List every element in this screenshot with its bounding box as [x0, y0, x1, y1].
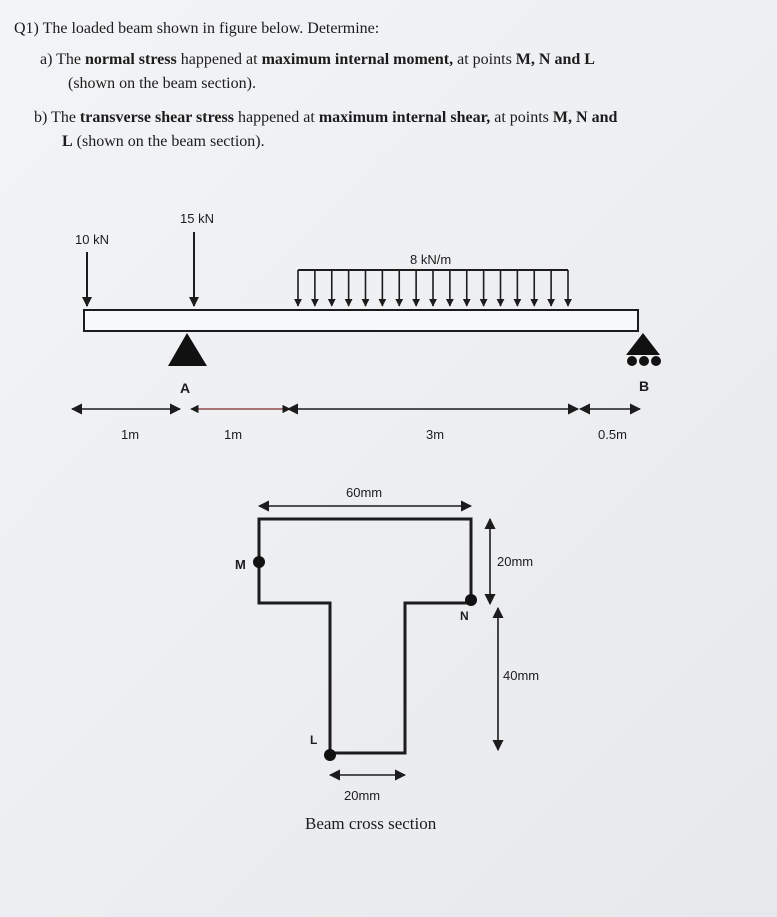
roller-wheel-2	[639, 356, 649, 366]
dim-4-label: 0.5m	[598, 427, 627, 442]
part-a-text-3: at points	[453, 51, 516, 68]
question-part-a: a) The normal stress happened at maximum…	[40, 48, 740, 96]
point-m-marker	[253, 556, 265, 568]
beam-body	[83, 309, 639, 332]
point-n-label: N	[460, 609, 469, 623]
point-n-marker	[465, 594, 477, 606]
roller-wheel-1	[627, 356, 637, 366]
question-title: Q1) The loaded beam shown in figure belo…	[14, 20, 380, 37]
support-a-label: A	[180, 380, 190, 396]
part-b-bold-l: L	[62, 133, 73, 150]
dim-3-label: 3m	[426, 427, 444, 442]
point-load-15kn-label: 15 kN	[180, 211, 214, 226]
part-b-text-2: happened at	[233, 109, 319, 126]
dim-top-width-label: 60mm	[346, 485, 382, 500]
part-a-text-1: The	[56, 51, 86, 68]
part-a-bold-points: M, N and L	[515, 51, 595, 68]
distributed-load	[294, 269, 572, 307]
part-a-line-2: (shown on the beam section).	[68, 75, 256, 92]
pin-support-a-icon	[168, 333, 207, 366]
dim-web-depth-label: 40mm	[503, 668, 539, 683]
support-b-label: B	[639, 378, 649, 394]
part-a-text-2: happened at	[176, 51, 262, 68]
part-b-bold-shear-stress: transverse shear stress	[79, 109, 234, 126]
t-section-outline	[257, 517, 473, 755]
roller-support-b-icon	[626, 333, 660, 355]
point-l-label: L	[310, 733, 317, 747]
part-a-bold-normal-stress: normal stress	[85, 51, 177, 68]
dim-1-label: 1m	[121, 427, 139, 442]
point-load-10kn-label: 10 kN	[75, 232, 109, 247]
part-b-bold-points: M, N and	[552, 109, 618, 126]
distributed-load-label: 8 kN/m	[410, 252, 451, 267]
dim-flange-depth-label: 20mm	[497, 554, 533, 569]
part-b-line-2: L (shown on the beam section).	[34, 130, 744, 154]
dim-web-width-label: 20mm	[344, 788, 380, 803]
part-b-line-2-text: (shown on the beam section).	[72, 133, 265, 150]
roller-wheel-3	[651, 356, 661, 366]
part-a-bold-max-moment: maximum internal moment,	[261, 51, 454, 68]
dim-2-label: 1m	[224, 427, 242, 442]
part-b-bold-max-shear: maximum internal shear,	[318, 109, 491, 126]
part-b-text-3: at points	[490, 109, 553, 126]
distributed-load-arrows	[294, 270, 572, 307]
question-part-b: b) The transverse shear stress happened …	[34, 106, 744, 154]
point-l-marker	[324, 749, 336, 761]
part-a-label: a)	[40, 51, 53, 68]
part-b-label: b)	[34, 109, 48, 126]
part-b-text-1: The	[51, 109, 80, 126]
point-m-label: M	[235, 557, 246, 572]
section-caption: Beam cross section	[305, 814, 437, 833]
